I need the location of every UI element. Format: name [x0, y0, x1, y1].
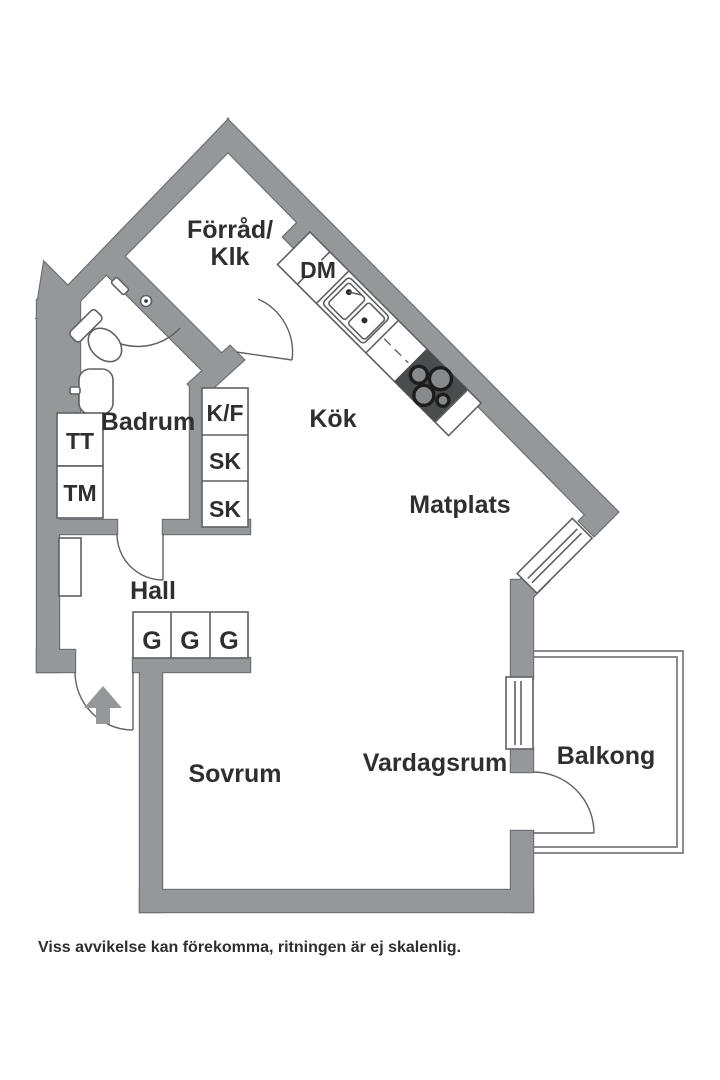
balcony-door: [532, 771, 595, 834]
bathroom-door: [116, 533, 164, 581]
label-storage-line2: Klk: [211, 243, 250, 271]
cabinet-column: [201, 387, 249, 528]
hall-cabinet: [58, 537, 82, 597]
label-dishwasher: DM: [300, 257, 336, 283]
label-cabinet-1: SK: [209, 448, 241, 474]
label-wardrobe-3: G: [219, 627, 238, 655]
balcony-outline: [533, 650, 684, 854]
label-living-room: Vardagsrum: [363, 749, 508, 777]
label-washer: TM: [63, 480, 96, 506]
label-fridge-freezer: K/F: [206, 400, 243, 426]
walls: [37, 120, 618, 912]
label-wardrobe-1: G: [142, 627, 161, 655]
storage-door: [235, 298, 294, 361]
label-balcony: Balkong: [557, 742, 656, 770]
label-hall: Hall: [130, 577, 176, 605]
washer-box: [56, 465, 104, 519]
kitchen-sink: [322, 277, 390, 344]
living-room-window: [505, 676, 534, 750]
kitchen-counter: [276, 230, 483, 437]
label-dryer: TT: [66, 428, 94, 454]
entry-arrow: [84, 686, 122, 724]
label-cabinet-2: SK: [209, 496, 241, 522]
wardrobes: [132, 611, 249, 659]
footnote: Viss avvikelse kan förekomma, ritningen …: [38, 939, 461, 956]
label-wardrobe-2: G: [180, 627, 199, 655]
label-bedroom: Sovrum: [188, 760, 281, 788]
toilet: [69, 309, 123, 363]
label-kitchen: Kök: [309, 405, 356, 433]
entry-door: [74, 671, 134, 731]
stove: [394, 348, 468, 423]
label-storage-line1: Förråd/: [187, 216, 273, 244]
dryer-box: [56, 412, 104, 467]
label-dining: Matplats: [409, 491, 510, 519]
label-bathroom: Badrum: [101, 408, 195, 436]
dining-window: [516, 517, 594, 595]
